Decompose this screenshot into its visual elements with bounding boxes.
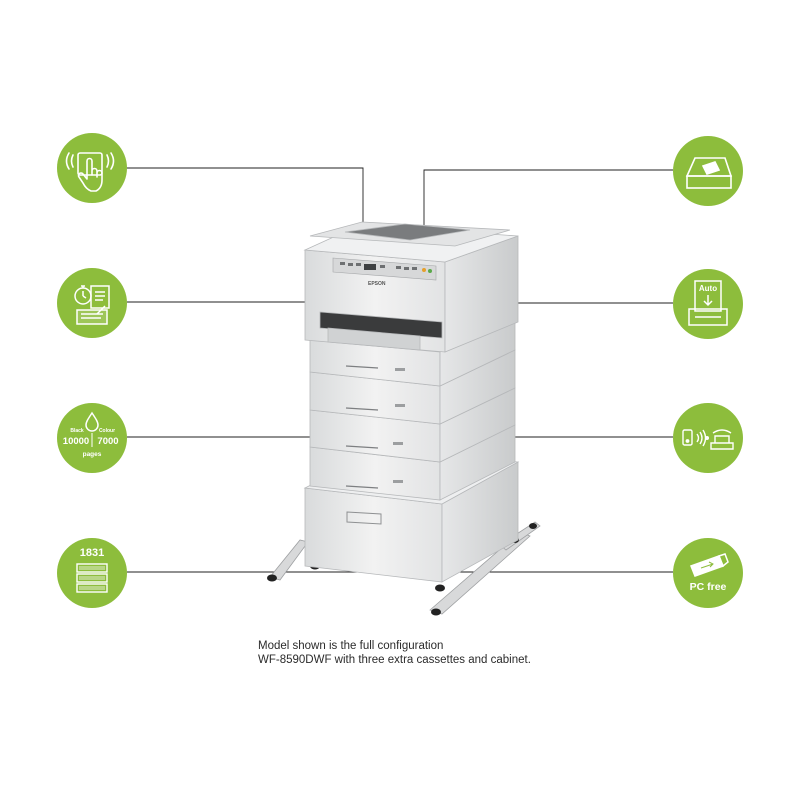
ink-colour-label: Colour <box>98 428 116 434</box>
stopwatch-document-icon <box>74 285 110 325</box>
caption-line-2: WF-8590DWF with three extra cassettes an… <box>258 654 531 666</box>
ink-colour-pages: 7000 <box>97 436 119 447</box>
print-speed-badge <box>57 268 127 338</box>
paper-stack-icon <box>76 563 108 593</box>
control-panel <box>332 257 437 281</box>
paper-count: 1831 <box>79 547 105 559</box>
duplex-auto-label: Auto <box>698 284 718 293</box>
auto-document-icon <box>688 280 728 326</box>
fax-badge <box>673 403 743 473</box>
ink-black-pages: 10000 <box>62 436 90 447</box>
ink-yield-badge: Black Colour 10000 7000 pages <box>57 403 127 473</box>
touch-panel-badge <box>57 133 127 203</box>
paper-cassettes <box>309 317 516 501</box>
leader-scanner <box>423 169 673 230</box>
ink-pages-label: pages <box>82 451 102 458</box>
paper-capacity-badge: 1831 <box>57 538 127 608</box>
model-caption: Model shown is the full configuration WF… <box>258 639 578 667</box>
flatbed-scanner-icon <box>685 157 733 189</box>
auto-duplex-badge: Auto <box>673 269 743 339</box>
ink-drop-icon <box>85 411 99 447</box>
scanner-badge <box>673 136 743 206</box>
usb-stick-icon <box>690 553 729 577</box>
touch-hand-icon <box>65 152 115 192</box>
pc-free-label: PC free <box>689 581 727 593</box>
ink-black-label: Black <box>70 428 84 434</box>
mobile-to-fax-icon <box>682 429 734 450</box>
printer-brand: EPSON <box>368 281 386 287</box>
caption-line-1: Model shown is the full configuration <box>258 640 444 652</box>
pc-free-badge: PC free <box>673 538 743 608</box>
printer-body <box>303 221 519 353</box>
